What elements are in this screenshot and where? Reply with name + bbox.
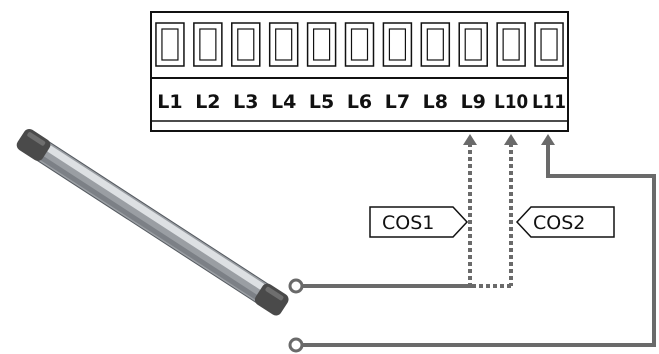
lower-connection-terminal	[288, 337, 304, 353]
upper-connection-terminal	[288, 278, 304, 294]
terminal-screw-l4	[275, 28, 293, 61]
safety-edge-right-cap	[254, 283, 289, 316]
wiring	[288, 134, 656, 353]
terminal-label-l8: L8	[423, 91, 448, 113]
terminal-screw-l1	[161, 28, 179, 61]
safety-edge-highlight	[46, 145, 265, 290]
wire-l11-solid	[303, 143, 656, 347]
terminal-label-l7: L7	[385, 91, 410, 113]
safety-edge-left-cap	[16, 128, 51, 161]
terminal-screw-l6	[350, 28, 369, 61]
terminal-screw-l10	[502, 28, 520, 61]
terminal-label-l4: L4	[271, 91, 296, 113]
cos2-label-box: COS2	[515, 206, 615, 238]
terminal-screw-l3	[237, 28, 255, 61]
terminal-screw-l9	[464, 28, 482, 61]
terminal-screw-l5	[312, 28, 331, 61]
terminal-screw-l2	[199, 28, 217, 61]
terminal-screw-l11	[540, 28, 558, 61]
safety-edge-illustration	[16, 128, 289, 316]
cos2-label: COS2	[533, 212, 585, 234]
terminal-label-l3: L3	[233, 91, 258, 113]
cos1-label: COS1	[382, 212, 434, 234]
terminal-screw-l8	[426, 28, 444, 61]
terminal-label-l2: L2	[195, 91, 220, 113]
terminal-label-l5: L5	[309, 91, 334, 113]
terminal-screw-l7	[388, 28, 407, 61]
arrowhead-l10	[504, 134, 518, 145]
terminal-label-l1: L1	[157, 91, 182, 113]
terminal-label-l10: L10	[494, 91, 528, 113]
terminal-slots	[155, 22, 564, 67]
terminal-label-l11: L11	[532, 91, 566, 113]
arrowhead-l9	[463, 134, 477, 145]
safety-edge-shadow	[40, 156, 258, 300]
arrowhead-l11	[541, 134, 555, 145]
terminal-label-l9: L9	[461, 91, 486, 113]
terminal-label-l6: L6	[347, 91, 372, 113]
cos1-label-box: COS1	[369, 206, 469, 238]
